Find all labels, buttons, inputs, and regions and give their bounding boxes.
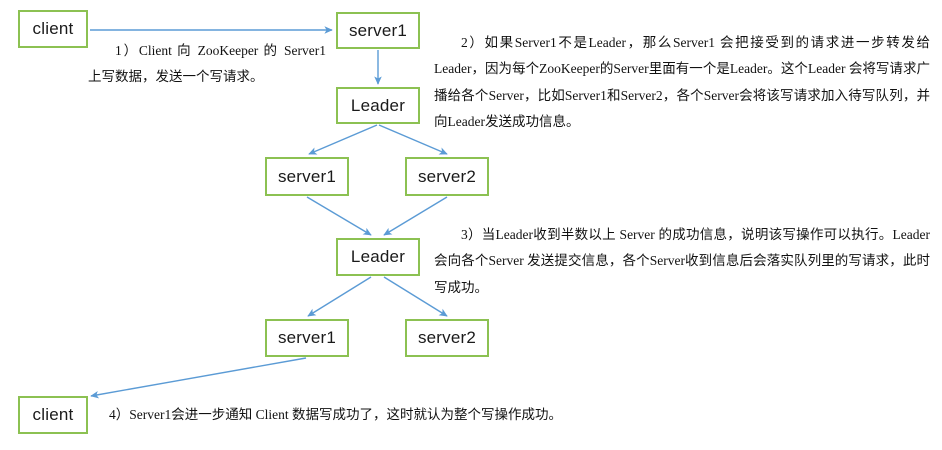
node-server1-bot[interactable]: server1 — [265, 319, 349, 357]
edge-leader2-to-server1bot — [307, 276, 372, 317]
note-step-1: 1）Client 向 ZooKeeper 的 Server1 上写数据，发送一个… — [88, 43, 330, 85]
node-label: client — [32, 19, 74, 38]
node-label: server1 — [277, 166, 337, 186]
node-label: server2 — [417, 328, 477, 347]
edge-server1bot-to-client — [90, 357, 307, 399]
note-step-3: 3）当Leader收到半数以上 Server 的成功信息，说明该写操作可以执行。… — [434, 227, 930, 295]
node-server1-mid[interactable]: server1 — [265, 157, 349, 196]
node-leader-1[interactable]: Leader — [336, 87, 420, 124]
note-step-4: 4）Server1会进一步通知 Client 数据写成功了，这时就认为整个写操作… — [109, 407, 562, 422]
node-leader-2[interactable]: Leader — [336, 238, 420, 276]
node-label: server2 — [417, 166, 477, 186]
node-label: server1 — [277, 328, 337, 347]
node-label: server1 — [348, 20, 408, 40]
node-label: client — [32, 405, 74, 424]
node-server2-mid[interactable]: server2 — [405, 157, 489, 196]
node-server2-bot[interactable]: server2 — [405, 319, 489, 357]
node-label: Leader — [350, 95, 406, 115]
note-step-2: 2）如果Server1不是Leader，那么Server1 会把接受到的请求进一… — [434, 35, 930, 129]
node-client-top[interactable]: client — [18, 10, 88, 48]
node-label: Leader — [350, 247, 406, 266]
edge-server1mid-to-leader2 — [306, 196, 372, 236]
edge-leader1-to-server1mid — [308, 124, 378, 155]
node-server1-top[interactable]: server1 — [336, 12, 420, 49]
node-client-bottom[interactable]: client — [18, 396, 88, 434]
